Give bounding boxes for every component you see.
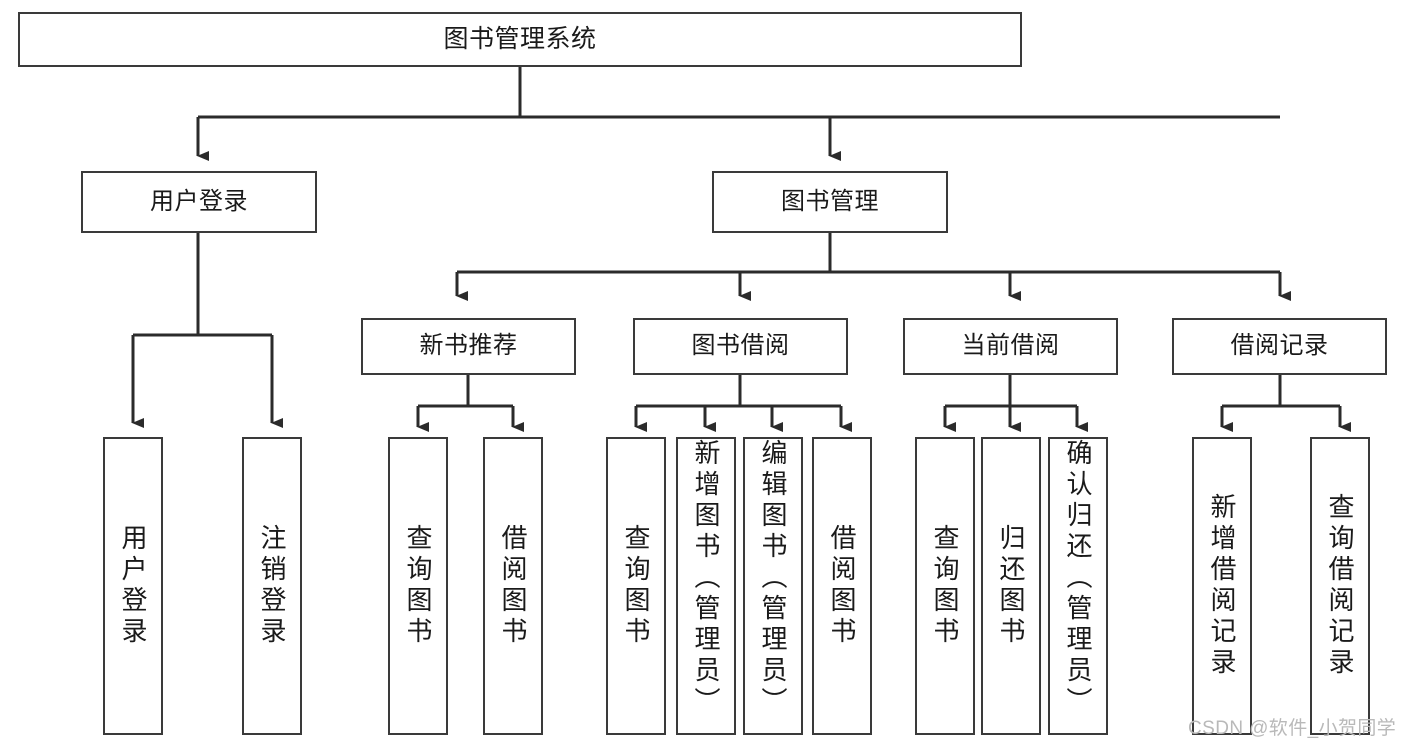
csdn-watermark: CSDN @软件_小贺同学	[1188, 718, 1397, 739]
node-leaf-edit-book-admin[interactable]: 编辑图书（管理员）	[743, 437, 803, 735]
node-book-borrow[interactable]: 图书借阅	[633, 318, 848, 375]
node-borrow-record[interactable]: 借阅记录	[1172, 318, 1387, 375]
node-leaf-query-borrow-record[interactable]: 查询借阅记录	[1310, 437, 1370, 735]
node-label: 注销登录	[257, 524, 287, 648]
node-leaf-query-book-recommend[interactable]: 查询图书	[388, 437, 448, 735]
node-leaf-add-book-admin[interactable]: 新增图书（管理员）	[676, 437, 736, 735]
node-label: 编辑图书（管理员）	[758, 439, 788, 718]
node-leaf-borrow-book-recommend[interactable]: 借阅图书	[483, 437, 543, 735]
node-leaf-logout[interactable]: 注销登录	[242, 437, 302, 735]
node-label: 图书管理	[781, 187, 879, 215]
node-current-borrow[interactable]: 当前借阅	[903, 318, 1118, 375]
node-label: 查询图书	[930, 524, 960, 648]
node-root-book-management-system[interactable]: 图书管理系统	[18, 12, 1022, 67]
node-leaf-borrow-book[interactable]: 借阅图书	[812, 437, 872, 735]
node-label: 新增图书（管理员）	[691, 439, 721, 718]
node-label: 查询图书	[621, 524, 651, 648]
node-label: 新增借阅记录	[1207, 493, 1237, 679]
node-label: 归还图书	[996, 524, 1026, 648]
node-label: 借阅记录	[1230, 332, 1329, 360]
node-label: 查询图书	[403, 524, 433, 648]
node-label: 查询借阅记录	[1325, 493, 1355, 679]
node-book-management[interactable]: 图书管理	[712, 171, 948, 233]
node-leaf-query-book-current[interactable]: 查询图书	[915, 437, 975, 735]
node-leaf-confirm-return-admin[interactable]: 确认归还（管理员）	[1048, 437, 1108, 735]
node-label: 用户登录	[118, 524, 148, 648]
node-label: 用户登录	[150, 187, 248, 215]
node-user-login[interactable]: 用户登录	[81, 171, 317, 233]
node-label: 图书管理系统	[443, 24, 597, 53]
node-label: 借阅图书	[498, 524, 528, 648]
node-label: 当前借阅	[961, 332, 1060, 360]
node-new-book-recommend[interactable]: 新书推荐	[361, 318, 576, 375]
node-leaf-add-borrow-record[interactable]: 新增借阅记录	[1192, 437, 1252, 735]
node-leaf-query-book-borrow[interactable]: 查询图书	[606, 437, 666, 735]
node-leaf-user-login[interactable]: 用户登录	[103, 437, 163, 735]
node-label: 借阅图书	[827, 524, 857, 648]
node-label: 新书推荐	[419, 332, 518, 360]
node-leaf-return-book[interactable]: 归还图书	[981, 437, 1041, 735]
node-label: 确认归还（管理员）	[1063, 439, 1093, 718]
node-label: 图书借阅	[691, 332, 790, 360]
